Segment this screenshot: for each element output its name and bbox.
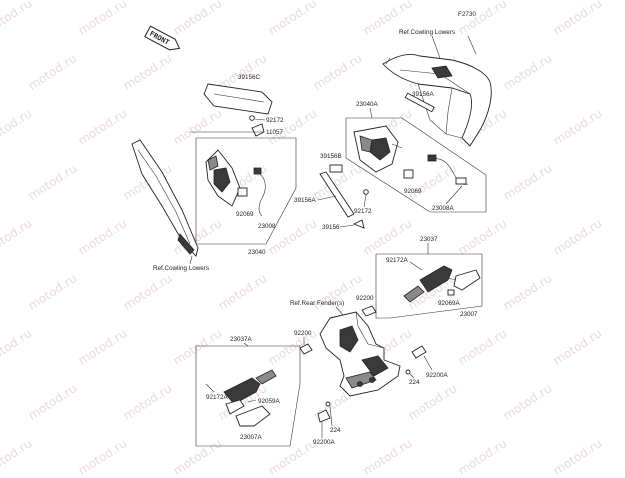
label-23040: 23040	[248, 249, 266, 256]
grommet-92069-right	[403, 169, 414, 179]
label-92200a-bottom: 92200A	[313, 439, 336, 446]
strip-39156a-mid	[319, 171, 355, 218]
label-92069a-right: 92069A	[438, 300, 461, 307]
group-box-23040a	[345, 117, 487, 213]
screw-92172-mid	[363, 189, 369, 195]
label-92172a-left: 92172A	[206, 394, 229, 401]
pad-39156b	[329, 164, 343, 173]
label-92172-mid: 92172	[354, 208, 372, 215]
clip-92200a-right	[411, 345, 427, 359]
label-39156a-top: 39156A	[412, 91, 435, 98]
grommet-92069a-right	[447, 289, 455, 296]
label-224-right: 224	[409, 379, 420, 386]
rear-fender-illustration	[319, 311, 401, 397]
group-box-23037	[375, 253, 483, 319]
clip-92200a-bottom	[317, 409, 331, 423]
label-23007a: 23007A	[240, 434, 263, 441]
label-92069-right: 92069	[404, 188, 422, 195]
label-92172a-right: 92172A	[386, 257, 409, 264]
label-23037a: 23037A	[230, 336, 253, 343]
screw-224-bottom	[325, 401, 331, 407]
label-92172-top: 92172	[266, 117, 284, 124]
pad-92200-right	[361, 305, 377, 317]
figure-code: F2730	[458, 11, 476, 18]
label-ref-cowling-lowers-top: Ref.Cowling Lowers	[399, 29, 455, 36]
bracket-11057	[251, 123, 265, 137]
turn-signal-right	[403, 265, 481, 303]
label-23007: 23007	[460, 311, 478, 318]
label-23040a: 23040A	[356, 101, 379, 108]
connector-23008a	[427, 154, 469, 185]
headlight-unit-left	[205, 149, 241, 207]
turn-signal-left	[223, 369, 277, 427]
lower-cowl-left-illustration	[131, 139, 199, 257]
label-39156b: 39156B	[320, 153, 342, 160]
screw-92172-top	[249, 115, 255, 121]
label-92200a-right: 92200A	[426, 372, 449, 379]
label-92069-left: 92069	[236, 211, 254, 218]
strip-39156a-top	[404, 92, 435, 113]
group-box-23040	[195, 137, 297, 245]
label-ref-cowling-lowers-left: Ref.Cowling Lowers	[153, 265, 209, 272]
label-ref-rear-fender: Ref.Rear Fender(s)	[290, 300, 344, 307]
label-92200-left: 92200	[294, 330, 312, 337]
parts-diagram: F2730 FRONT Ref.Cowling Lowers 39156A 23…	[131, 11, 492, 447]
label-92200-right: 92200	[356, 295, 374, 302]
pad-39156c	[203, 83, 273, 115]
label-23008a: 23008A	[432, 205, 455, 212]
label-92059a: 92059A	[258, 398, 281, 405]
pad-39156	[352, 219, 365, 229]
label-39156: 39156	[322, 224, 340, 231]
group-box-23037a	[195, 345, 301, 447]
screw-224-right	[405, 369, 411, 375]
connector-23008	[253, 167, 266, 217]
label-23008: 23008	[258, 223, 276, 230]
label-11057: 11057	[266, 129, 284, 136]
label-23037: 23037	[420, 236, 438, 243]
headlight-unit-right	[353, 125, 403, 173]
label-224-bottom: 224	[330, 427, 341, 434]
grommet-92069-left	[237, 187, 248, 197]
upper-cowl-illustration	[382, 53, 492, 147]
front-arrow-icon: FRONT	[144, 25, 181, 51]
label-39156a-mid: 39156A	[294, 197, 317, 204]
pad-92200-left	[299, 343, 313, 355]
label-39156c: 39156C	[238, 74, 261, 81]
